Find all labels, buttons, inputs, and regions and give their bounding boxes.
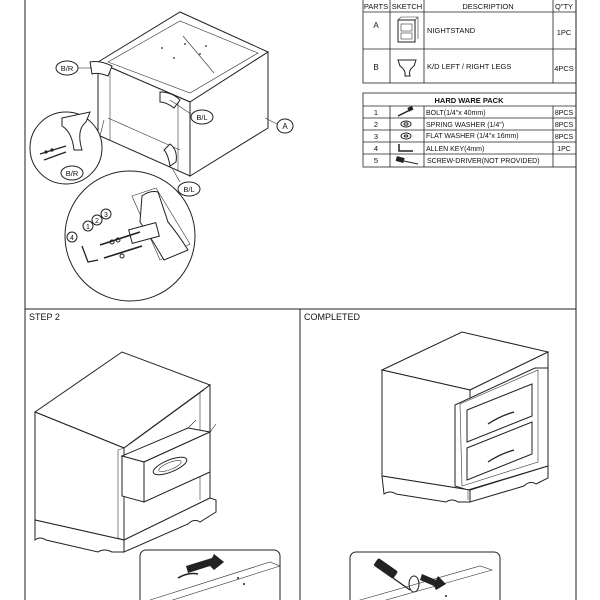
parts-row-a-qty: 1PC [557, 28, 572, 37]
flat-washer-icon [400, 132, 412, 140]
parts-row-b-desc: K/D LEFT / RIGHT LEGS [427, 62, 511, 71]
label-a: A [264, 117, 294, 134]
parts-header-qty: Q"TY [555, 2, 573, 11]
step2-title: STEP 2 [29, 312, 60, 322]
step1-nightstand-upside-down [89, 11, 270, 177]
step2-slide-detail [139, 549, 281, 600]
hardware-table: HARD WARE PACK 1 BOLT(1/4"x 40mm) 8PCS 2… [362, 92, 577, 168]
svg-text:B/R: B/R [61, 64, 74, 73]
hw-row-3-qty: 8PCS [555, 134, 574, 141]
hardware-title: HARD WARE PACK [434, 96, 504, 105]
hw-row-4-qty: 1PC [557, 146, 571, 153]
callout-1: 1 [86, 224, 90, 231]
completed-nightstand [380, 331, 550, 503]
page-frame [24, 0, 577, 600]
hw-row-2-qty: 8PCS [555, 122, 574, 129]
spring-washer-icon [400, 120, 412, 128]
nightstand-icon [397, 16, 419, 43]
svg-text:B/L: B/L [196, 113, 207, 122]
svg-text:B/R: B/R [66, 169, 79, 178]
bolt-icon [397, 105, 414, 117]
hw-row-4-no: 4 [374, 144, 378, 153]
completed-screw-detail [349, 551, 501, 600]
callout-numbers: 4 1 2 3 [66, 208, 112, 243]
hw-row-2-no: 2 [374, 120, 378, 129]
hw-row-5-no: 5 [374, 156, 378, 165]
label-b-l-bottom: B/L [171, 167, 201, 197]
hw-row-4-desc: ALLEN KEY(4mm) [426, 146, 484, 153]
parts-table: PARTS SKETCH DESCRIPTION Q"TY A NIGHTSTA… [362, 0, 577, 84]
zoom-detail-bolt-assembly [64, 170, 196, 302]
label-b-l-mid: B/L [169, 99, 214, 125]
hw-row-5-desc: SCREW-DRIVER(NOT PROVIDED) [427, 158, 540, 165]
leg-icon [397, 59, 417, 77]
callout-2: 2 [95, 218, 99, 225]
parts-row-b-qty: 4PCS [554, 64, 574, 73]
allen-key-icon [398, 144, 413, 152]
parts-row-a-desc: NIGHTSTAND [427, 26, 476, 35]
step2-nightstand-drawer-out [33, 351, 217, 553]
parts-row-b-id: B [373, 63, 378, 72]
label-b-r-top: B/R [55, 60, 92, 76]
parts-header-parts: PARTS [364, 2, 388, 11]
svg-text:B/L: B/L [183, 185, 194, 194]
callout-4: 4 [70, 235, 74, 242]
parts-row-a-id: A [373, 21, 379, 30]
hw-row-3-desc: FLAT WASHER (1/4"x 16mm) [426, 133, 519, 140]
callout-3: 3 [104, 212, 108, 219]
zoom-detail-b-r: B/R [29, 111, 103, 185]
completed-title: COMPLETED [304, 312, 361, 322]
screwdriver-icon [395, 156, 419, 165]
parts-header-sketch: SKETCH [392, 2, 422, 11]
hw-row-1-desc: BOLT(1/4"x 40mm) [426, 110, 486, 117]
hw-row-2-desc: SPRING WASHER (1/4") [426, 122, 504, 129]
hw-row-1-qty: 8PCS [555, 110, 574, 117]
hw-row-3-no: 3 [374, 132, 378, 141]
hw-row-1-no: 1 [374, 108, 378, 117]
parts-header-description: DESCRIPTION [462, 2, 513, 11]
zoom-leader-left [99, 119, 105, 137]
svg-text:A: A [282, 122, 288, 131]
